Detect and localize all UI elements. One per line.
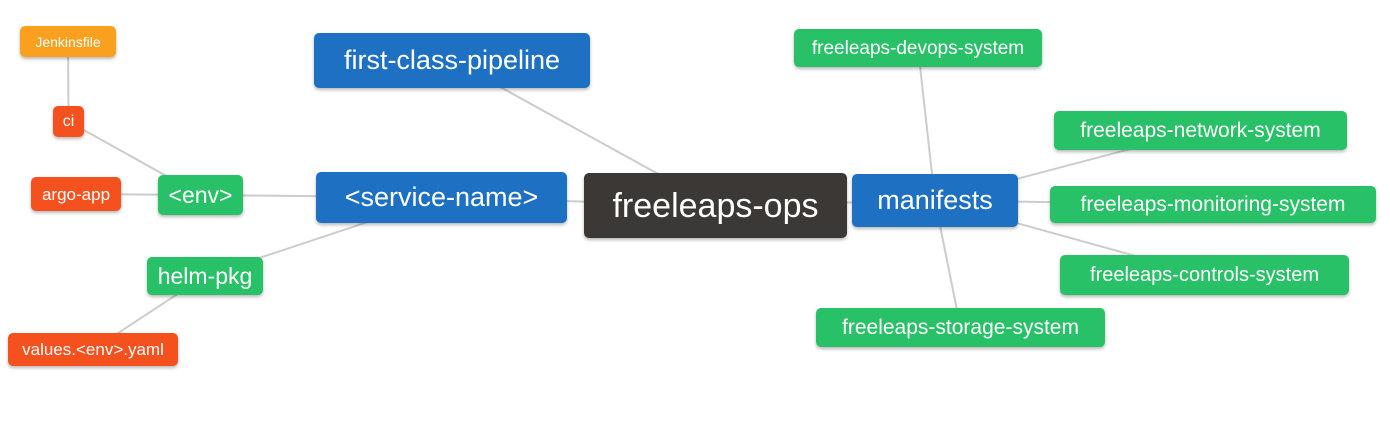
node-service-name[interactable]: <service-name> <box>316 172 567 223</box>
node-helm-pkg[interactable]: helm-pkg <box>147 257 263 295</box>
node-jenkinsfile[interactable]: Jenkinsfile <box>20 26 116 57</box>
node-ci[interactable]: ci <box>53 106 84 137</box>
node-first-class-pipeline[interactable]: first-class-pipeline <box>314 33 590 88</box>
node-storage-system[interactable]: freeleaps-storage-system <box>816 308 1105 347</box>
node-values-env-yaml[interactable]: values.<env>.yaml <box>8 333 178 366</box>
node-argo-app[interactable]: argo-app <box>31 177 121 211</box>
node-manifests[interactable]: manifests <box>852 174 1018 227</box>
node-network-system[interactable]: freeleaps-network-system <box>1054 111 1347 150</box>
node-monitoring-system[interactable]: freeleaps-monitoring-system <box>1050 186 1376 223</box>
node-controls-system[interactable]: freeleaps-controls-system <box>1060 255 1349 295</box>
node-freeleaps-ops[interactable]: freeleaps-ops <box>584 173 847 238</box>
node-devops-system[interactable]: freeleaps-devops-system <box>794 29 1042 67</box>
node-env[interactable]: <env> <box>158 175 243 215</box>
